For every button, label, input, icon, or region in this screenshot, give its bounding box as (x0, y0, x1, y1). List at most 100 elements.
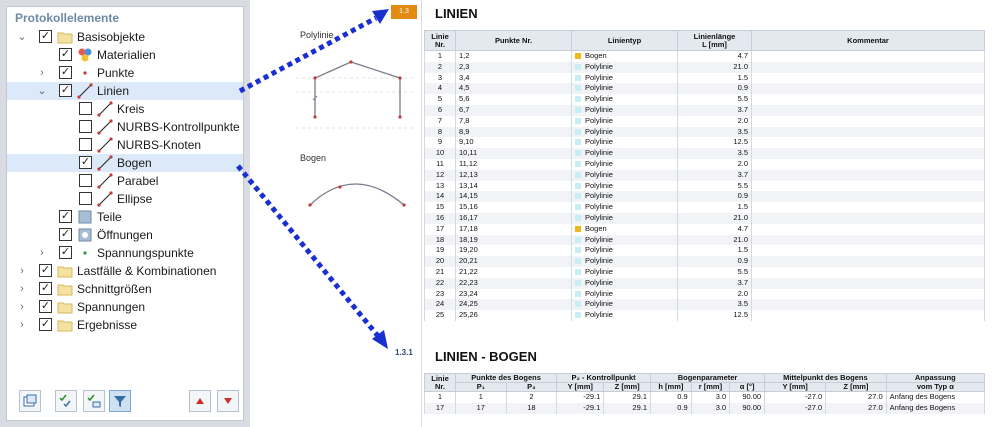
linetype-swatch (575, 258, 581, 265)
linetype-swatch (575, 247, 581, 254)
linetype-label: Polylinie (585, 137, 613, 147)
tree-item-label: Schnittgrößen (77, 282, 152, 296)
chevron-right-icon[interactable]: › (20, 265, 24, 277)
checkbox[interactable]: ✓ (59, 84, 72, 97)
cell-h: 0.9 (650, 391, 692, 403)
cell-punkte: 1,2 (455, 50, 572, 62)
checkbox[interactable]: ✓ (59, 210, 72, 223)
arrow-down-icon[interactable] (217, 390, 239, 412)
cell-linie: 19 (424, 245, 456, 257)
tree-item-teile[interactable]: ✓ Teile (7, 208, 243, 226)
tree-item-ergebnisse[interactable]: › ✓ Ergebnisse (7, 316, 243, 334)
linetype-label: Polylinie (585, 104, 613, 114)
checkbox[interactable]: ✓ (59, 246, 72, 259)
tree-item-parabel[interactable]: Parabel (7, 172, 243, 190)
tree-item-lastfälle-kombinationen[interactable]: ›✓Lastfälle & Kombinationen (7, 262, 243, 280)
checkbox[interactable] (79, 138, 92, 151)
cell-laenge: 4.7 (677, 223, 752, 235)
tree-item-öffnungen[interactable]: ✓Öffnungen (7, 226, 243, 244)
tree-item-nurbs-kontrollpunkte[interactable]: NURBS-Kontrollpunkte (7, 118, 243, 136)
cell-laenge: 0.9 (677, 191, 752, 203)
checkbox[interactable] (79, 192, 92, 205)
linetype-label: Polylinie (585, 212, 613, 222)
chevron-right-icon[interactable]: › (40, 247, 44, 259)
checkbox[interactable]: ✓ (39, 264, 52, 277)
checkbox[interactable]: ✓ (39, 300, 52, 313)
col-mittel-y: Y [mm] (764, 382, 827, 392)
checkbox[interactable]: ✓ (39, 30, 52, 43)
cell-laenge: 1.5 (677, 72, 752, 84)
report-elements-tree: ⌄✓Basisobjekte✓Materialien›✓Punkte⌄✓Lini… (7, 28, 243, 334)
filter-icon[interactable] (109, 390, 131, 412)
linetype-label: Polylinie (585, 148, 613, 158)
cell-punkte: 16,17 (455, 212, 572, 224)
cell-punkte: 5,6 (455, 94, 572, 105)
tree-item-punkte[interactable]: ›✓Punkte (7, 64, 243, 82)
cell-punkte: 7,8 (455, 115, 572, 127)
tree-item-nurbs-knoten[interactable]: NURBS-Knoten (7, 136, 243, 154)
tree-item-materialien[interactable]: ✓Materialien (7, 46, 243, 64)
tree-item-schnittgrößen[interactable]: › ✓ Schnittgrößen (7, 280, 243, 298)
col-alpha: α [°] (729, 382, 766, 392)
cell-linie: 16 (424, 212, 456, 224)
cell-mittel-z: 27.0 (825, 391, 887, 403)
checkbox[interactable] (79, 120, 92, 133)
cell-punkte: 20,21 (455, 256, 572, 267)
linetype-swatch (575, 63, 581, 70)
linetype-label: Polylinie (585, 245, 613, 255)
cell-linie: 21 (424, 266, 456, 278)
tree-item-ellipse[interactable]: Ellipse (7, 190, 243, 208)
cell-punkte: 17,18 (455, 223, 572, 235)
linetype-label: Polylinie (585, 202, 613, 212)
checkbox[interactable]: ✓ (79, 156, 92, 169)
cell-kommentar (751, 299, 985, 311)
cell-linientyp: Polylinie (571, 202, 678, 213)
checkbox[interactable] (79, 102, 92, 115)
cell-kommentar (751, 277, 985, 289)
col-linientyp: Linientyp (571, 30, 678, 51)
tree-item-kreis[interactable]: Kreis (7, 100, 243, 118)
checkbox[interactable]: ✓ (39, 282, 52, 295)
chevron-right-icon[interactable]: › (20, 319, 24, 331)
checkbox[interactable]: ✓ (59, 66, 72, 79)
arrow-up-icon[interactable] (189, 390, 211, 412)
cell-punkte: 6,7 (455, 104, 572, 116)
tree-item-label: Ergebnisse (77, 318, 138, 332)
chevron-right-icon[interactable]: › (20, 283, 24, 295)
tree-item-spannungspunkte[interactable]: ›✓Spannungspunkte (7, 244, 243, 262)
col-mittel-z: Z [mm] (825, 382, 887, 392)
tree-item-spannungen[interactable]: ›✓Spannungen (7, 298, 243, 316)
cell-p3: 18 (505, 402, 558, 414)
cell-laenge: 5.5 (677, 180, 752, 192)
check-all-icon[interactable] (55, 390, 77, 412)
chevron-down-icon[interactable]: ⌄ (37, 85, 47, 97)
chevron-down-icon[interactable]: ⌄ (17, 31, 27, 43)
checkbox[interactable]: ✓ (59, 48, 72, 61)
cell-linientyp: Bogen (571, 50, 678, 62)
window-icon[interactable] (19, 390, 41, 412)
checkbox[interactable]: ✓ (59, 228, 72, 241)
chevron-right-icon[interactable]: › (40, 67, 44, 79)
checkbox[interactable]: ✓ (39, 318, 52, 331)
cell-laenge: 5.5 (677, 266, 752, 278)
checkbox[interactable] (79, 174, 92, 187)
line-icon (97, 101, 113, 117)
tree-item-bogen[interactable]: ✓Bogen (7, 154, 243, 172)
tree-item-label: Teile (97, 210, 122, 224)
cell-linientyp: Polylinie (571, 266, 678, 278)
tree-item-linien[interactable]: ⌄✓Linien (7, 82, 243, 100)
line-icon (97, 191, 113, 207)
cell-punkte: 9,10 (455, 137, 572, 149)
tree-item-basisobjekte[interactable]: ⌄✓Basisobjekte (7, 28, 243, 46)
chevron-right-icon[interactable]: › (20, 301, 24, 313)
linetype-label: Polylinie (585, 94, 613, 104)
bogen-illustration (308, 183, 406, 207)
swap-icon[interactable] (83, 390, 105, 412)
linetype-label: Polylinie (585, 299, 613, 309)
